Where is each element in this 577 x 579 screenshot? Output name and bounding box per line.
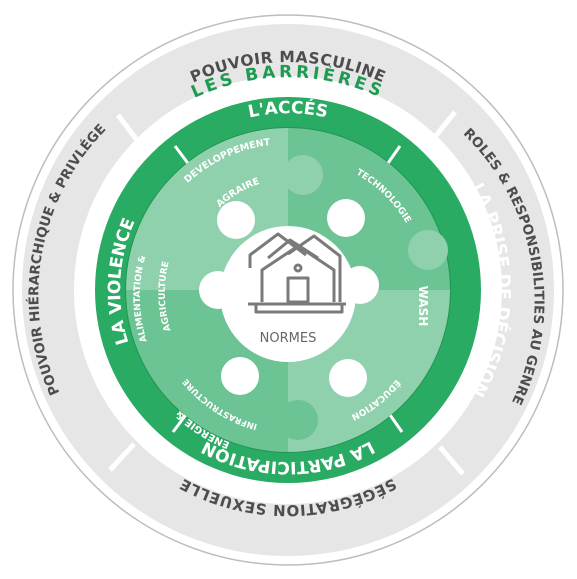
puzzle-knob-inner-2 <box>327 199 365 237</box>
puzzle-label-wash: WASH <box>416 286 430 327</box>
center-label: NORMES <box>260 331 317 346</box>
outer-ring-dividers <box>108 110 465 476</box>
puzzle-knob-right <box>408 230 448 270</box>
puzzle-knob-bottom <box>278 400 318 440</box>
green-ring-dividers <box>171 145 404 433</box>
puzzle-knob-inner-4 <box>329 359 367 397</box>
outer-ring-band <box>22 24 554 556</box>
outer-ring <box>12 14 564 566</box>
puzzle-knob-top <box>283 155 323 195</box>
puzzle-knob-inner-5 <box>221 357 259 395</box>
houses-icon <box>248 232 346 314</box>
puzzle-knob-left <box>152 335 192 375</box>
puzzle-knob-inner-1 <box>217 201 255 239</box>
